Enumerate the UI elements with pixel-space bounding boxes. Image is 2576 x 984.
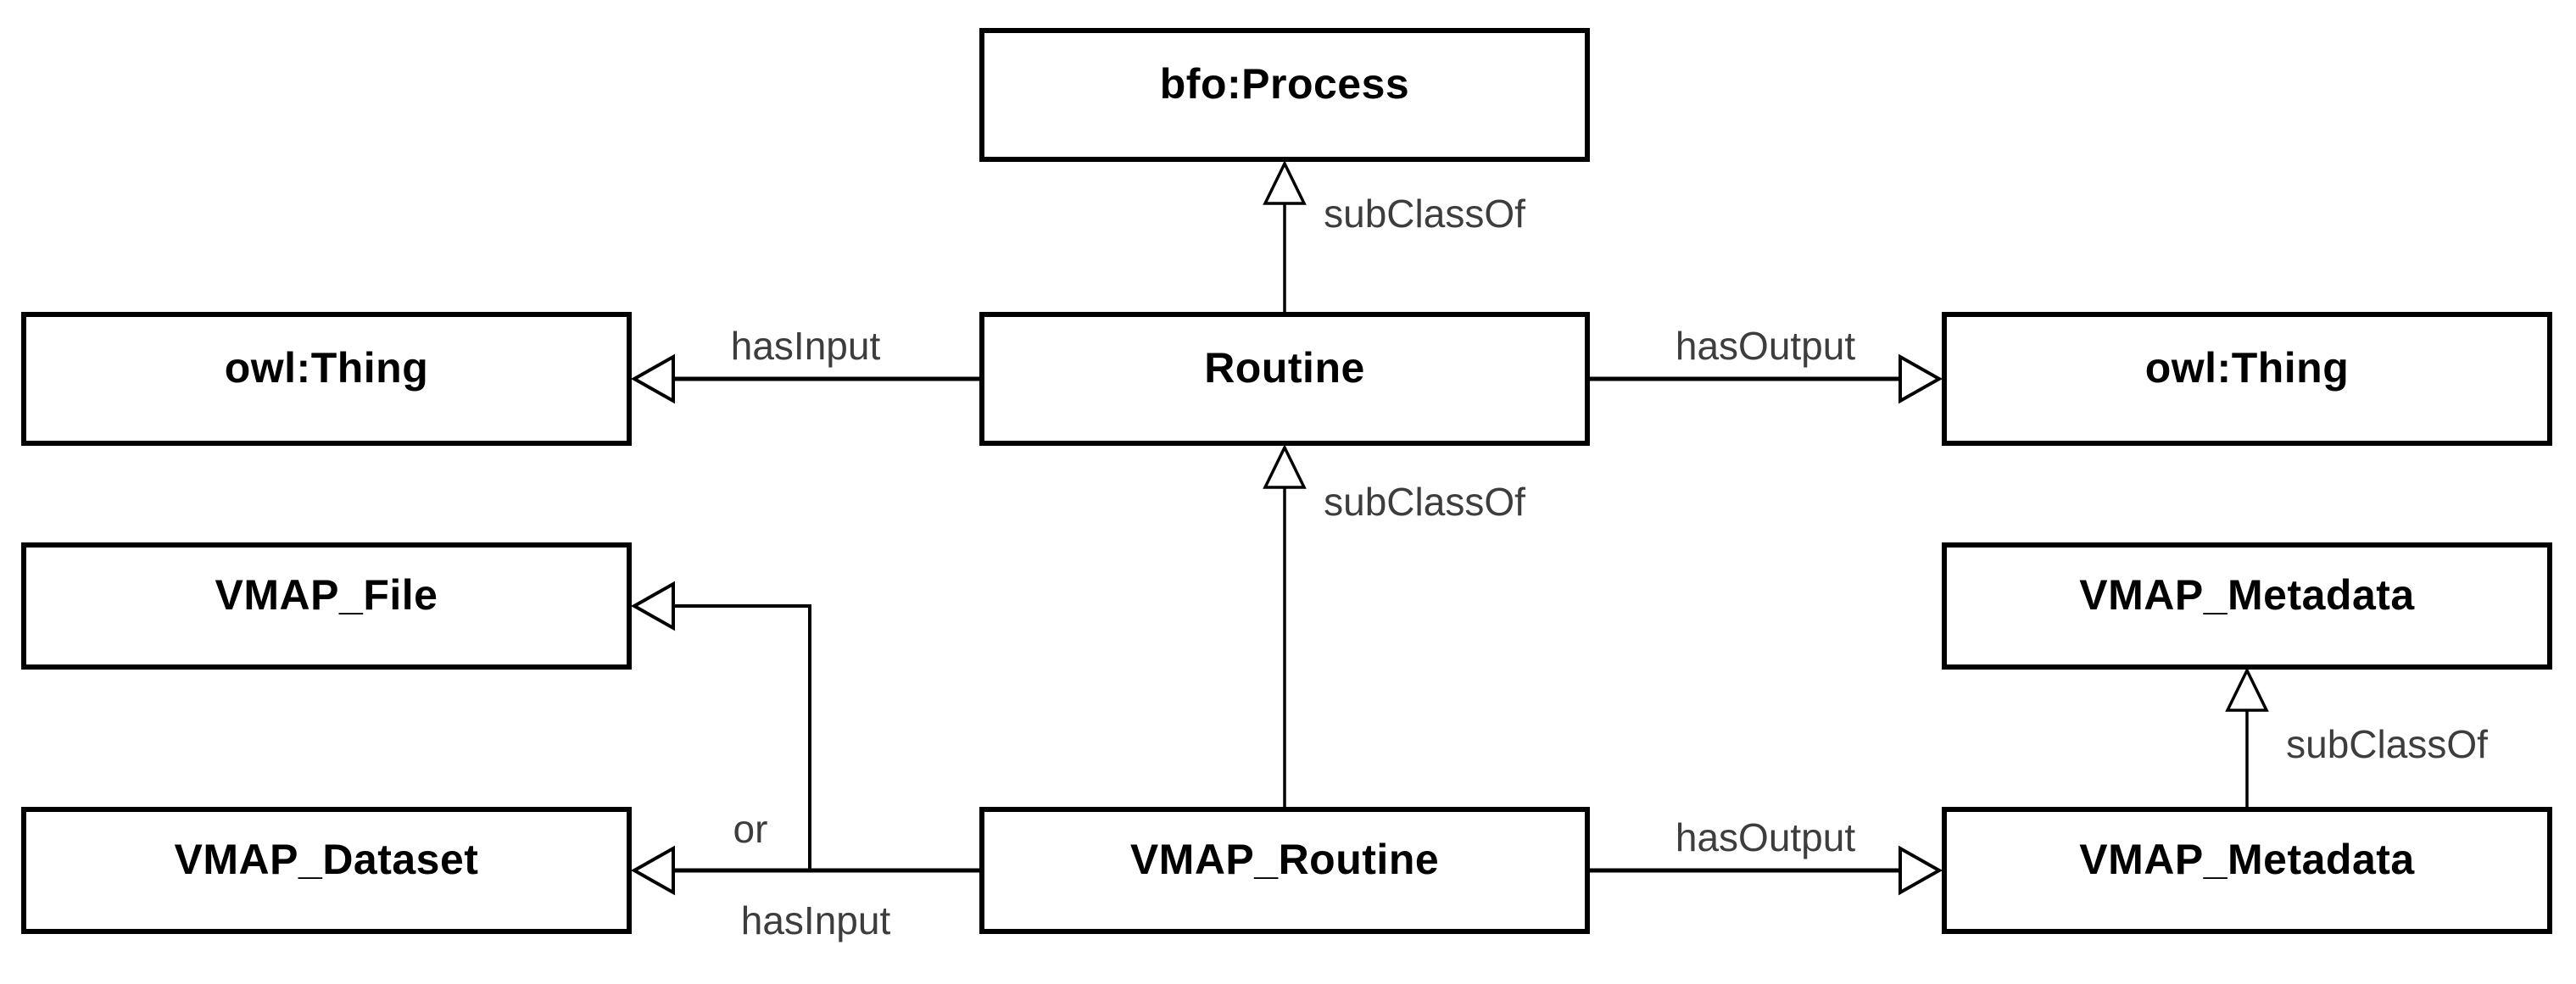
node-owl-thing-left: owl:Thing [21, 312, 632, 446]
arrowhead-hollow-triangle-metadata [2225, 667, 2269, 712]
node-owl-thing-left-label: owl:Thing [224, 344, 429, 392]
node-vmap-routine-label: VMAP_Routine [1129, 836, 1440, 883]
node-vmap-dataset-label: VMAP_Dataset [174, 836, 479, 883]
edge-label-subclassof-middle: subClassOf [1324, 480, 1525, 524]
node-bfo-process: bfo:Process [979, 28, 1590, 162]
edge-label-hasoutput-bottom: hasOutput [1675, 815, 1856, 859]
node-bfo-process-label: bfo:Process [1159, 60, 1410, 108]
node-vmap-metadata-parent-label: VMAP_Metadata [2079, 571, 2415, 619]
node-vmap-metadata-parent: VMAP_Metadata [1942, 542, 2552, 670]
arrowhead-hollow-triangle-dataset [630, 845, 675, 896]
arrowhead-hollow-triangle-bfo [1263, 160, 1307, 205]
arrowhead-hollow-triangle-file [630, 581, 675, 631]
edge-label-hasoutput-top: hasOutput [1675, 324, 1856, 368]
node-vmap-metadata-child: VMAP_Metadata [1942, 807, 2552, 934]
edge-label-hasinput-top: hasInput [730, 324, 881, 368]
edge-label-subclassof-top: subClassOf [1324, 192, 1525, 236]
node-vmap-file: VMAP_File [21, 542, 632, 670]
node-vmap-file-label: VMAP_File [215, 571, 438, 619]
node-vmap-dataset: VMAP_Dataset [21, 807, 632, 934]
arrowhead-hollow-triangle-routine [1263, 444, 1307, 489]
arrowhead-hollow-triangle-hasinput-left [630, 353, 675, 404]
node-owl-thing-right: owl:Thing [1942, 312, 2552, 446]
node-owl-thing-right-label: owl:Thing [2144, 344, 2350, 392]
arrowhead-hollow-triangle-hasoutput-right [1899, 353, 1943, 404]
node-routine-label: Routine [1204, 344, 1365, 392]
node-vmap-routine: VMAP_Routine [979, 807, 1590, 934]
edge-label-or: or [733, 807, 768, 851]
node-routine: Routine [979, 312, 1590, 446]
edge-label-subclassof-right: subClassOf [2286, 722, 2488, 766]
edge-label-hasinput-bottom: hasInput [740, 898, 891, 942]
edge-line-vmaproutine-hasinput-file-branch [673, 604, 811, 870]
arrowhead-hollow-triangle-metadata-out [1899, 845, 1943, 896]
node-vmap-metadata-child-label: VMAP_Metadata [2079, 836, 2415, 883]
